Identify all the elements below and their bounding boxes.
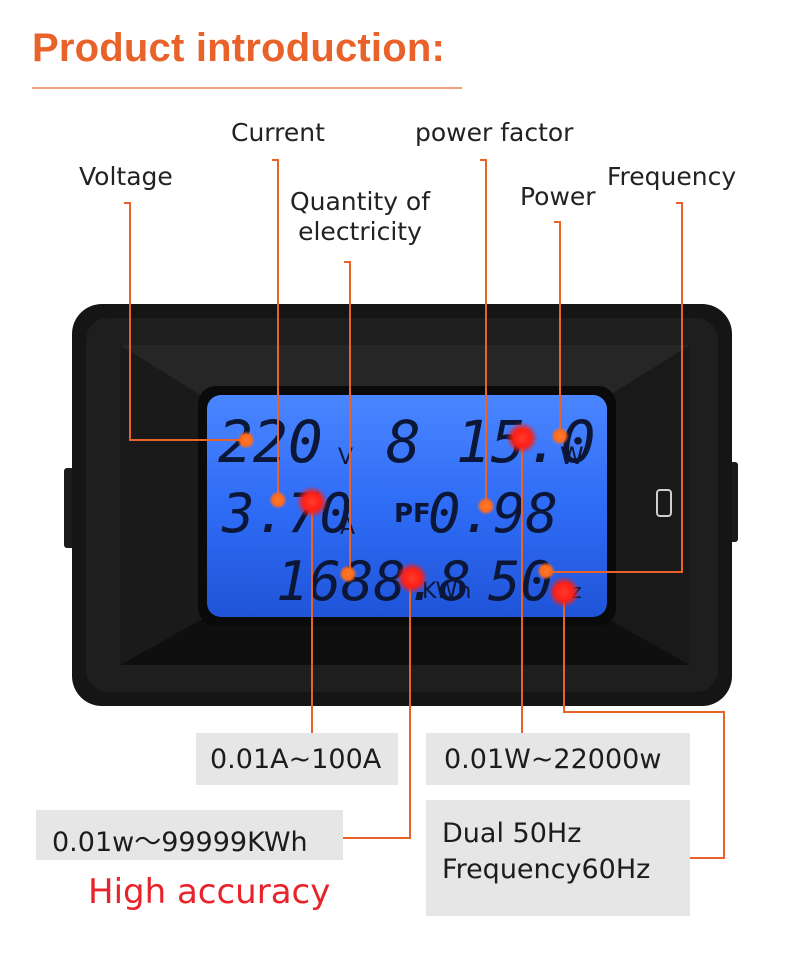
label-quantity-of-electricity: Quantity of electricity	[280, 187, 440, 247]
spec-power-range-text: 0.01W~22000w	[444, 744, 662, 775]
lcd-current-unit: A	[340, 515, 355, 540]
lcd-screen	[207, 395, 607, 617]
marker-power-factor	[477, 497, 495, 515]
bevel-left	[120, 345, 200, 665]
label-current: Current	[231, 118, 325, 147]
large-markers	[296, 422, 580, 608]
marker-quantity	[339, 565, 357, 583]
lcd-current-value: 3.70	[221, 482, 352, 545]
callout-lines-bottom	[311, 438, 725, 859]
spec-frequency: Dual 50Hz Frequency60Hz	[426, 800, 690, 916]
label-frequency: Frequency	[607, 162, 737, 191]
lcd-energy-value: 1688.8	[276, 550, 471, 613]
label-quantity-line2: electricity	[298, 217, 422, 246]
lcd-pf-label: PF	[394, 499, 431, 529]
reset-button[interactable]	[656, 489, 672, 517]
frequency-range-line	[563, 592, 725, 859]
marker-current-range	[296, 486, 328, 518]
lcd-power-unit: W	[560, 442, 584, 470]
marker-frequency-small	[537, 562, 555, 580]
power-factor-callout-line	[480, 159, 487, 505]
marker-voltage	[237, 431, 255, 449]
energy-range-line	[343, 578, 411, 839]
tagline-high-accuracy: High accuracy	[88, 872, 331, 912]
lcd-pf-value: 0.98	[428, 482, 558, 545]
spec-energy-range-text: 0.01w～99999KWh	[52, 827, 308, 858]
lcd-frequency-value: 50	[488, 550, 553, 613]
marker-power-range	[506, 422, 538, 454]
current-callout-line	[272, 159, 279, 500]
lcd-voltage-value: 220	[218, 408, 323, 476]
bevel-top	[120, 345, 690, 395]
power-callout-line	[554, 221, 561, 436]
small-markers	[237, 427, 569, 583]
label-quantity-line1: Quantity of	[289, 187, 431, 216]
frequency-callout-line	[546, 202, 683, 573]
page-title: Product introduction:	[32, 26, 446, 70]
marker-frequency-range	[548, 576, 580, 608]
spec-energy-range: 0.01w～99999KWh	[36, 810, 343, 860]
spec-current-range: 0.01A~100A	[196, 733, 398, 785]
voltage-callout-line	[124, 202, 246, 441]
label-power-factor: power factor	[415, 118, 574, 147]
bevel-right	[610, 345, 690, 665]
quantity-callout-line	[344, 261, 351, 572]
marker-energy-range	[396, 562, 428, 594]
spec-power-range: 0.01W~22000w	[426, 733, 690, 785]
spec-current-range-text: 0.01A~100A	[210, 744, 382, 775]
spec-frequency-line1: Dual 50Hz	[442, 818, 582, 849]
marker-power-small	[551, 427, 569, 445]
bevel-bottom	[120, 620, 690, 665]
lcd-energy-unit: KWh	[422, 579, 471, 604]
title-divider	[32, 87, 462, 89]
marker-current-small	[269, 491, 287, 509]
label-voltage: Voltage	[79, 162, 173, 191]
callout-lines-top	[124, 159, 683, 573]
label-power: Power	[520, 182, 596, 211]
spec-frequency-line2: Frequency60Hz	[442, 854, 651, 885]
